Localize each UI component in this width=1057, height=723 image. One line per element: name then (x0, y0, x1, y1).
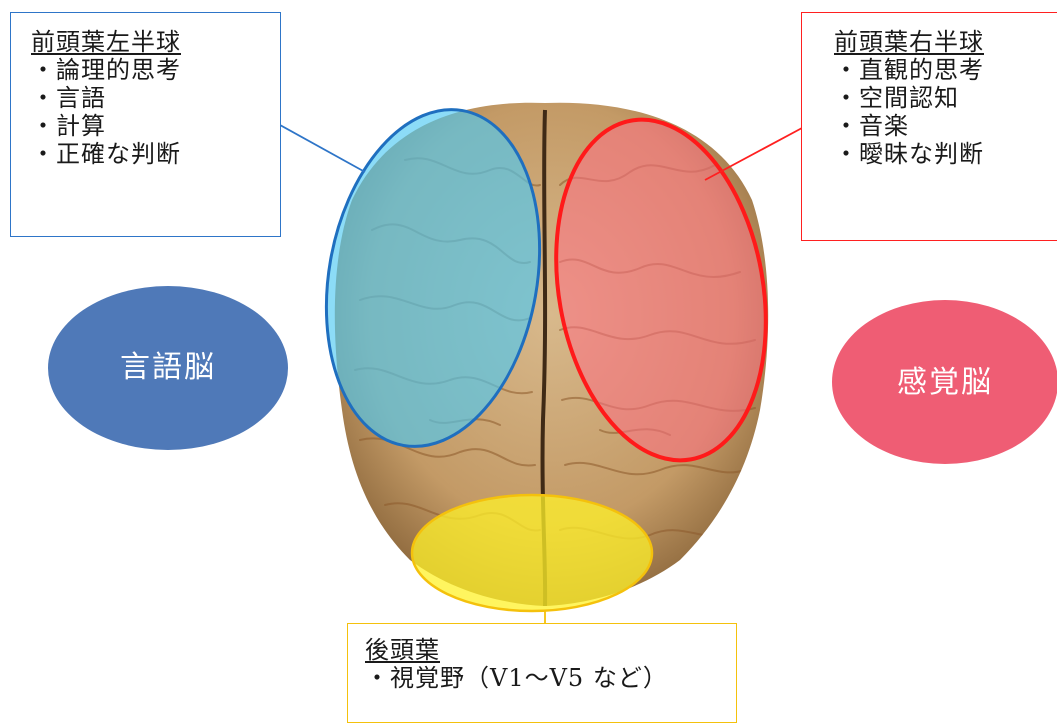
left-hemisphere-callout: 前頭葉左半球 論理的思考 言語 計算 正確な判断 (10, 12, 281, 237)
left-callout-item: 計算 (31, 112, 280, 140)
sensory-brain-label: 感覚脳 (897, 365, 993, 400)
left-connector-line (279, 124, 366, 173)
right-callout-item: 空間認知 (834, 84, 1057, 112)
right-callout-title: 前頭葉右半球 (834, 28, 984, 56)
right-hemisphere-callout: 前頭葉右半球 直観的思考 空間認知 音楽 曖昧な判断 (801, 12, 1057, 241)
left-callout-item: 言語 (31, 84, 280, 112)
occipital-callout-title: 後頭葉 (365, 636, 440, 664)
occipital-callout: 後頭葉 視覚野（V1～V5 など） (347, 623, 737, 723)
occipital-callout-item: 視覚野（V1～V5 など） (365, 664, 736, 692)
right-connector-line (704, 127, 803, 181)
right-frontal-highlight (554, 117, 768, 463)
occipital-highlight (410, 493, 654, 613)
left-callout-item: 論理的思考 (31, 56, 280, 84)
left-callout-title: 前頭葉左半球 (31, 28, 181, 56)
right-callout-item: 曖昧な判断 (834, 140, 1057, 168)
language-brain-label: 言語脳 (120, 350, 216, 385)
left-frontal-highlight (324, 108, 542, 448)
right-callout-item: 音楽 (834, 112, 1057, 140)
sensory-brain-ellipse (832, 300, 1057, 464)
right-callout-item: 直観的思考 (834, 56, 1057, 84)
left-callout-item: 正確な判断 (31, 140, 280, 168)
language-brain-ellipse (48, 286, 288, 450)
